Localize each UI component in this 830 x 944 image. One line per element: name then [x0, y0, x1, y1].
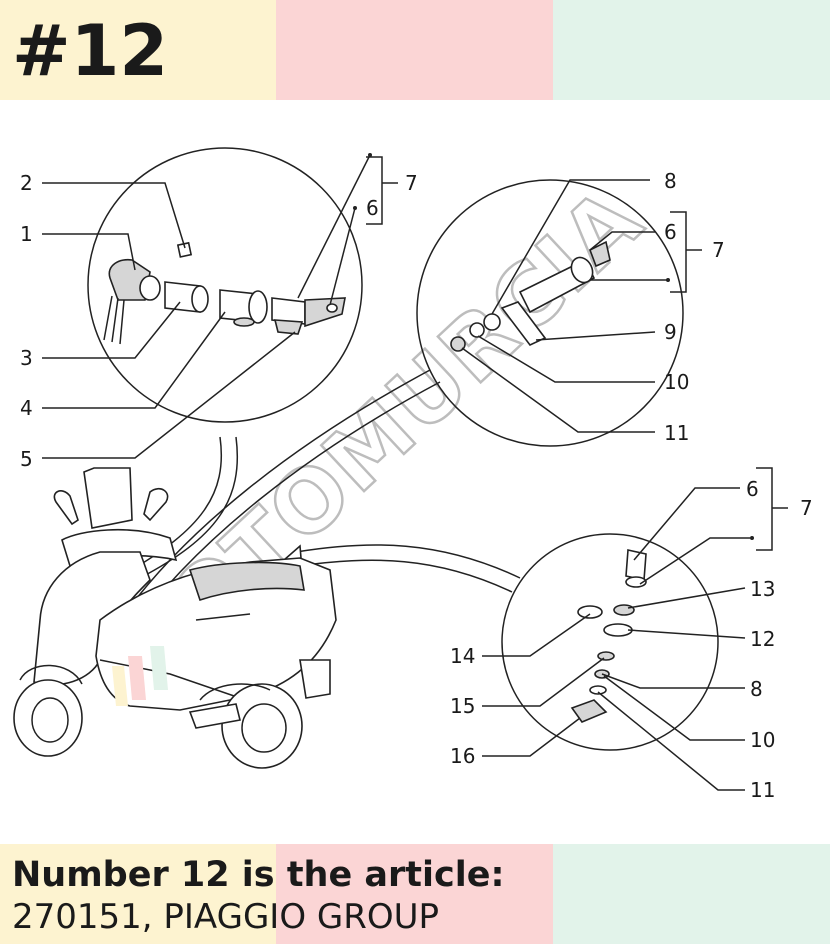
- callout-16: 16: [450, 744, 475, 768]
- callout-6b: 6: [664, 220, 677, 244]
- callout-6: 6: [366, 196, 379, 220]
- article-number: 270151, PIAGGIO GROUP: [12, 897, 440, 937]
- detail-circle-steering-lock: 2 1 3 4 5 6 7: [20, 147, 418, 471]
- callout-6c: 6: [746, 477, 759, 501]
- detail-circle-seat-lock: 6 7 13 14 12 15 8 16 10 11: [450, 467, 813, 802]
- footer-band: [0, 844, 830, 944]
- lock-parts: [103, 241, 346, 345]
- callout-3: 3: [20, 346, 33, 370]
- callout-14: 14: [450, 644, 475, 668]
- callout-5: 5: [20, 447, 33, 471]
- detail-circle-side-lock: 8 6 7 9 10 11: [416, 169, 725, 447]
- callout-7b: 7: [712, 238, 725, 262]
- header-band-green: [553, 0, 830, 100]
- header-band: [0, 0, 830, 100]
- callout-15: 15: [450, 694, 475, 718]
- detail-circle-2: [416, 179, 684, 447]
- side-lock-parts: [450, 240, 611, 352]
- scooter-illustration: [13, 467, 337, 769]
- article-caption: Number 12 is the article:: [12, 855, 505, 895]
- footer-band-yellow: [0, 844, 276, 944]
- callout-7: 7: [405, 171, 418, 195]
- seat-lock-parts: [570, 549, 647, 723]
- callout-9: 9: [664, 320, 677, 344]
- circle2-leaders: [461, 179, 702, 433]
- header-band-pink: [276, 0, 553, 100]
- exploded-parts-diagram: MOTOMURCIA: [13, 147, 813, 802]
- detail-circle-1: [87, 147, 363, 423]
- callout-7c: 7: [800, 496, 813, 520]
- callout-1: 1: [20, 222, 33, 246]
- callout-2: 2: [20, 171, 33, 195]
- callout-10: 10: [664, 370, 689, 394]
- footer-band-pink: [276, 844, 553, 944]
- footer-band-green: [553, 844, 830, 944]
- header-band-yellow: [0, 0, 276, 100]
- callout-11c: 11: [750, 778, 775, 802]
- detail-circle-3: [501, 533, 719, 751]
- circle1-leaders: [42, 153, 398, 459]
- callout-12: 12: [750, 627, 775, 651]
- callout-4: 4: [20, 396, 33, 420]
- callout-11: 11: [664, 421, 689, 445]
- callout-8c: 8: [750, 677, 763, 701]
- callout-13: 13: [750, 577, 775, 601]
- page-title: #12: [12, 10, 169, 92]
- circle3-leaders: [482, 467, 788, 791]
- callout-10c: 10: [750, 728, 775, 752]
- callout-8: 8: [664, 169, 677, 193]
